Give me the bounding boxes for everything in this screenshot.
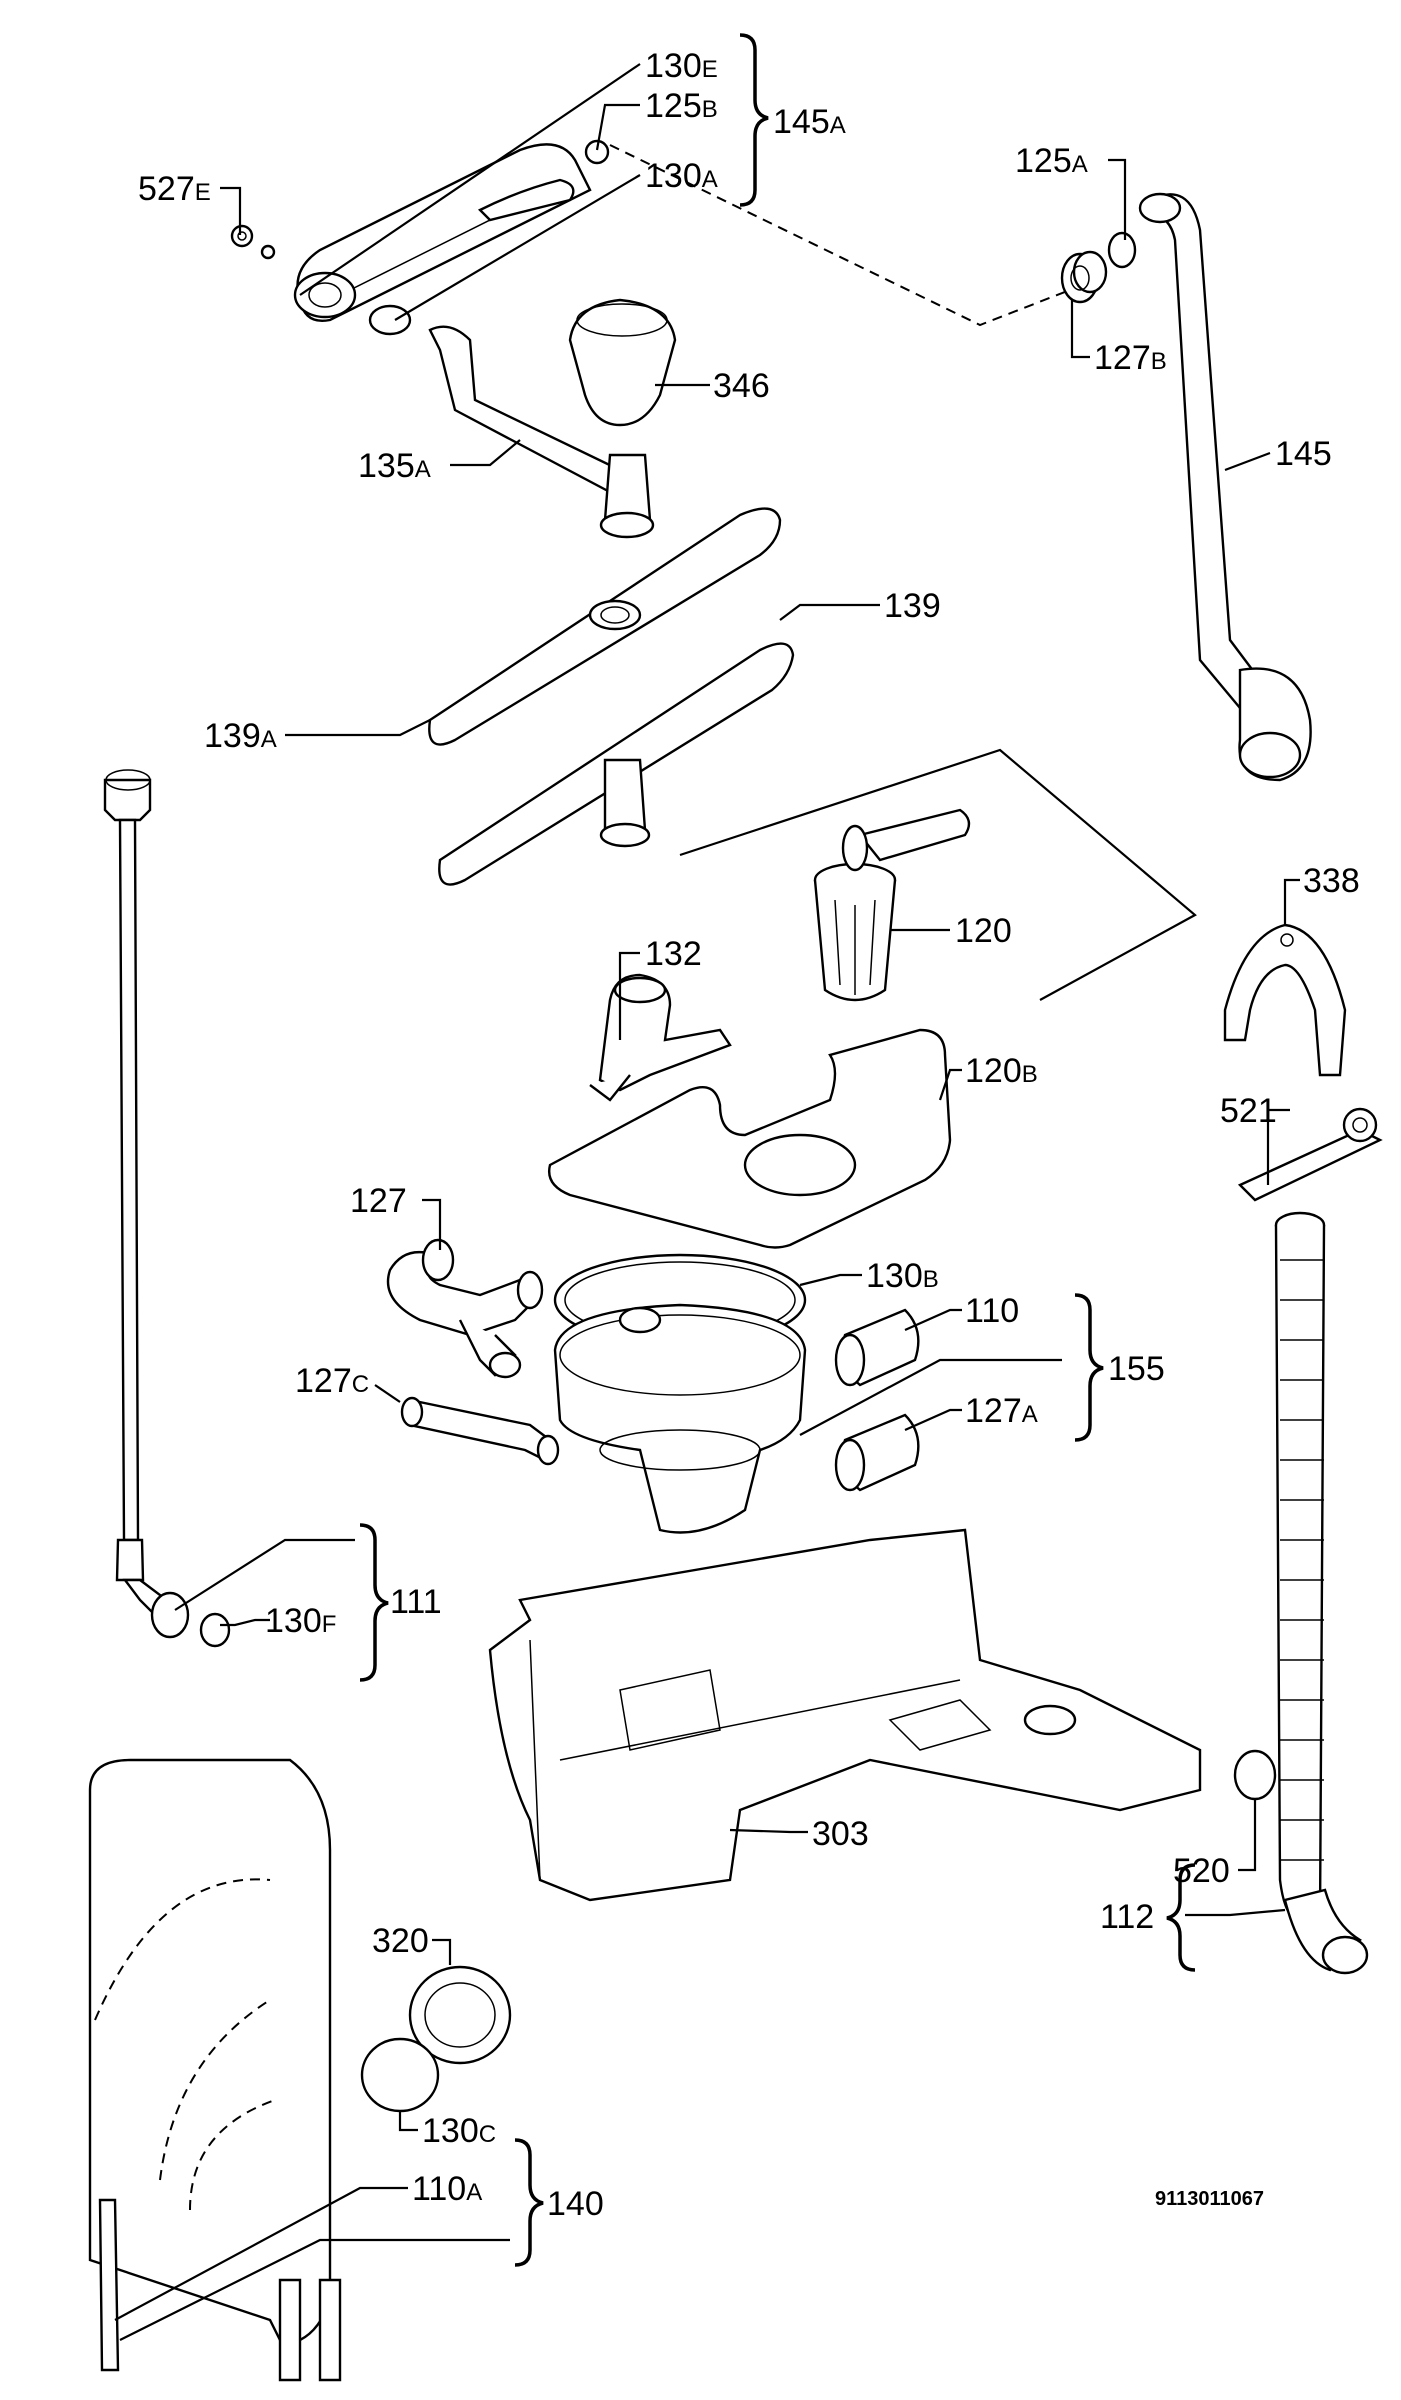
spray-arm-139a [428,507,782,746]
hose-127c [400,1396,560,1466]
non-return-valve-520 [1233,1749,1277,1801]
o-ring-125b [584,139,610,165]
seal-130f [199,1612,231,1648]
label-521: 521 [1220,1092,1277,1130]
label-130b: 130B [866,1257,939,1295]
side-panel-140 [88,1758,342,2382]
drain-hose-112 [1274,1211,1369,1975]
label-111: 111 [390,1583,442,1621]
nut-527e [230,224,276,260]
label-110a: 110A [412,2170,482,2208]
seal-ring-130c [360,2037,440,2113]
diagram-code: 9113011067 [1155,2188,1264,2210]
spray-cup-346 [568,298,677,427]
sleeve-110 [834,1308,920,1387]
label-135a: 135A [358,447,431,485]
inlet-hose-111 [103,769,190,1639]
label-127b: 127B [1094,339,1167,377]
hose-127 [386,1238,544,1379]
label-130f: 130F [265,1602,336,1640]
base-frame-303 [488,1528,1202,1902]
connector-127b [1060,250,1108,304]
brace-145a [739,33,769,207]
label-130a: 130A [645,157,718,195]
label-140: 140 [547,2185,604,2223]
clip-521 [1237,1107,1383,1202]
upper-spray-arm-pipe [293,143,592,322]
label-132: 132 [645,935,702,973]
label-145: 145 [1275,435,1332,473]
spray-arm-139 [438,642,795,886]
part-labels: 130E 125B 145A 130A 527E 125A 127B 346 1… [138,47,1360,2223]
label-130e: 130E [645,47,718,85]
dashed-connection-line [609,144,1071,327]
label-120: 120 [955,912,1012,950]
sump-housing [553,1303,807,1534]
label-127a: 127A [965,1392,1038,1430]
label-112: 112 [1100,1898,1154,1936]
label-139a: 139A [204,717,277,755]
label-130c: 130C [422,2112,496,2150]
brace-111 [359,1523,389,1682]
label-145a: 145A [773,103,846,141]
label-125a: 125A [1015,142,1088,180]
leader-lines [114,63,1300,2341]
flat-filter-120b [548,1028,952,1249]
label-520: 520 [1173,1852,1230,1890]
label-346: 346 [713,367,770,405]
label-303: 303 [812,1815,869,1853]
braces [359,33,1196,2267]
o-ring-130a [368,304,412,336]
brace-155 [1074,1293,1104,1442]
filter-120 [813,808,971,1002]
valve-132 [589,973,732,1102]
label-139: 139 [884,587,941,625]
supply-hose-145 [1138,192,1312,782]
label-110: 110 [965,1292,1019,1330]
spray-arm-tube-135a [428,325,655,539]
brace-140 [514,2138,544,2267]
brace-112 [1166,1863,1196,1972]
label-320: 320 [372,1922,429,1960]
label-155: 155 [1108,1350,1165,1388]
label-125b: 125B [645,87,718,125]
sleeve-127a [834,1413,920,1492]
label-338: 338 [1303,862,1360,900]
label-527e: 527E [138,170,211,208]
seal-320 [408,1965,512,2065]
o-ring-125a [1107,231,1137,269]
filter-group-outline [679,748,1197,1001]
label-120b: 120B [965,1052,1038,1090]
label-127c: 127C [295,1362,369,1400]
bracket-338 [1223,923,1347,1077]
label-127: 127 [350,1182,407,1220]
